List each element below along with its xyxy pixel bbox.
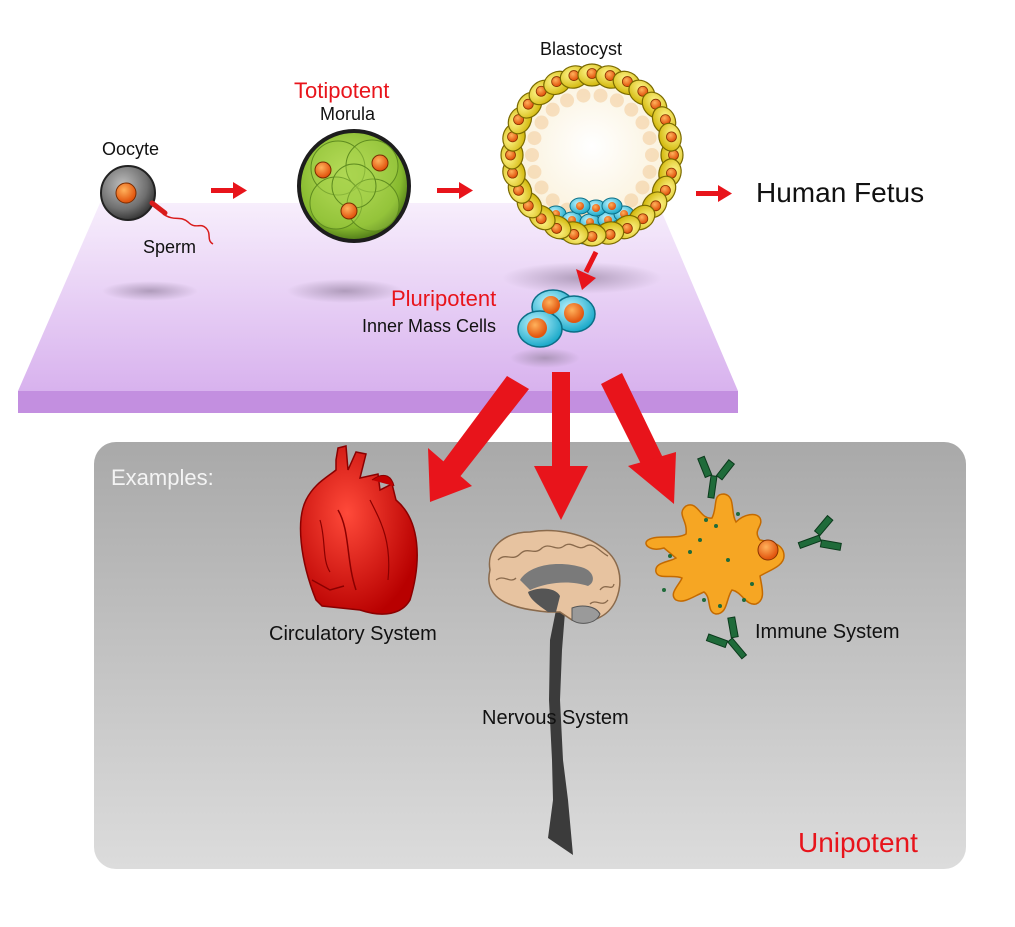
blastocyst-icon — [500, 63, 684, 247]
pluripotent-label: Pluripotent — [391, 286, 497, 311]
blastocyst-label: Blastocyst — [540, 39, 623, 59]
antibody-icon — [697, 455, 736, 499]
unipotent-label: Unipotent — [798, 827, 918, 858]
antibody-icon — [705, 616, 748, 660]
totipotent-label: Totipotent — [294, 78, 390, 103]
examples-heading: Examples: — [111, 465, 214, 490]
progression-arrow — [576, 250, 599, 290]
differentiation-arrow — [534, 372, 588, 520]
immune-cell-icon — [645, 493, 785, 615]
nervous-system-label: Nervous System — [482, 707, 629, 729]
examples-panel — [94, 442, 966, 869]
inner-mass-cells-icon — [517, 289, 596, 348]
progression-arrow — [437, 182, 473, 199]
oocyte-icon — [100, 165, 156, 221]
heart-icon — [299, 445, 418, 615]
progression-arrow — [211, 182, 247, 199]
inner-mass-cells-label: Inner Mass Cells — [362, 316, 497, 336]
brain-icon — [488, 529, 621, 855]
oocyte-label: Oocyte — [102, 139, 160, 159]
morula-label: Morula — [320, 104, 376, 124]
sperm-icon — [149, 200, 214, 245]
immune-system-label: Immune System — [755, 621, 900, 643]
morula-icon — [297, 129, 411, 243]
progression-arrow — [696, 185, 732, 202]
differentiation-arrow — [601, 373, 676, 504]
antibody-icon — [797, 514, 842, 551]
sperm-label: Sperm — [143, 237, 197, 257]
human-fetus-label: Human Fetus — [756, 177, 925, 208]
circulatory-system-label: Circulatory System — [269, 623, 437, 645]
differentiation-arrow — [428, 376, 529, 502]
